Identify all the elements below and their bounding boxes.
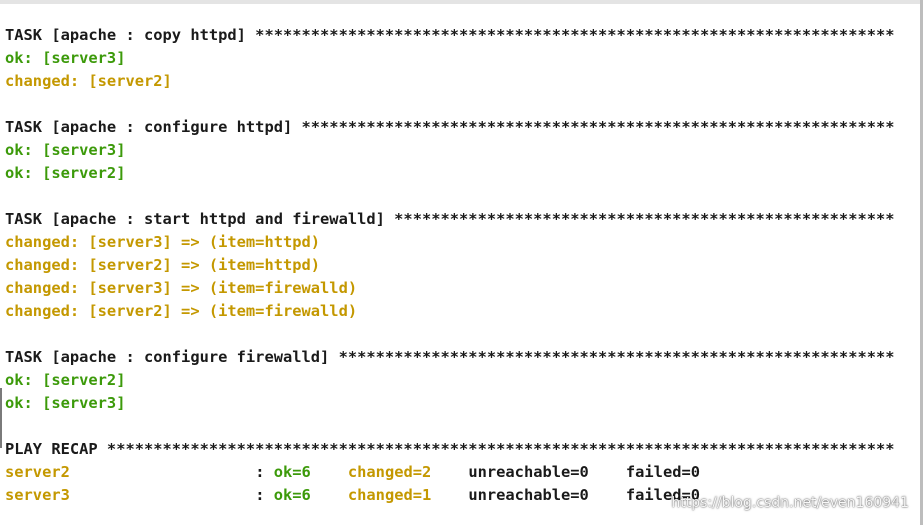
output-line: ok: [server3] bbox=[5, 49, 126, 67]
recap-failed: failed=0 bbox=[625, 463, 701, 481]
recap-failed: failed=0 bbox=[625, 486, 701, 504]
output-line bbox=[5, 93, 920, 116]
recap-ok: ok=6 bbox=[273, 486, 348, 504]
recap-changed: changed=2 bbox=[347, 463, 469, 481]
recap-ok: ok=6 bbox=[273, 463, 348, 481]
recap-row: server3 : ok=6 changed=1 unreachable=0 f… bbox=[5, 484, 920, 507]
output-line bbox=[5, 415, 920, 438]
recap-unreachable: unreachable=0 bbox=[468, 486, 626, 504]
output-line bbox=[5, 323, 920, 346]
recap-row: server2 : ok=6 changed=2 unreachable=0 f… bbox=[5, 461, 920, 484]
recap-host: server3 bbox=[5, 486, 256, 504]
output-line: TASK [apache : configure httpd] ********… bbox=[5, 118, 895, 136]
output-line: changed: [server2] => (item=firewalld) bbox=[5, 302, 358, 320]
recap-sep: : bbox=[255, 463, 274, 481]
window-top-edge bbox=[0, 0, 923, 4]
output-line: PLAY RECAP *****************************… bbox=[5, 440, 895, 458]
recap-sep: : bbox=[255, 486, 274, 504]
scrollbar-track[interactable] bbox=[920, 0, 923, 525]
output-line: ok: [server3] bbox=[5, 141, 126, 159]
left-edge-marker bbox=[0, 388, 2, 448]
output-line: TASK [apache : configure firewalld] ****… bbox=[5, 348, 895, 366]
recap-host: server2 bbox=[5, 463, 256, 481]
output-line bbox=[5, 185, 920, 208]
output-line: TASK [apache : start httpd and firewalld… bbox=[5, 210, 895, 228]
output-line: changed: [server3] => (item=firewalld) bbox=[5, 279, 358, 297]
output-line: changed: [server2] bbox=[5, 72, 172, 90]
terminal-output: TASK [apache : copy httpd] *************… bbox=[5, 24, 920, 507]
watermark-url: https://blog.csdn.net/even160941 bbox=[671, 495, 909, 511]
output-line: changed: [server2] => (item=httpd) bbox=[5, 256, 321, 274]
output-line: ok: [server2] bbox=[5, 164, 126, 182]
output-line: ok: [server2] bbox=[5, 371, 126, 389]
output-line: TASK [apache : copy httpd] *************… bbox=[5, 26, 895, 44]
output-line: ok: [server3] bbox=[5, 394, 126, 412]
recap-changed: changed=1 bbox=[347, 486, 469, 504]
recap-unreachable: unreachable=0 bbox=[468, 463, 626, 481]
output-line: changed: [server3] => (item=httpd) bbox=[5, 233, 321, 251]
